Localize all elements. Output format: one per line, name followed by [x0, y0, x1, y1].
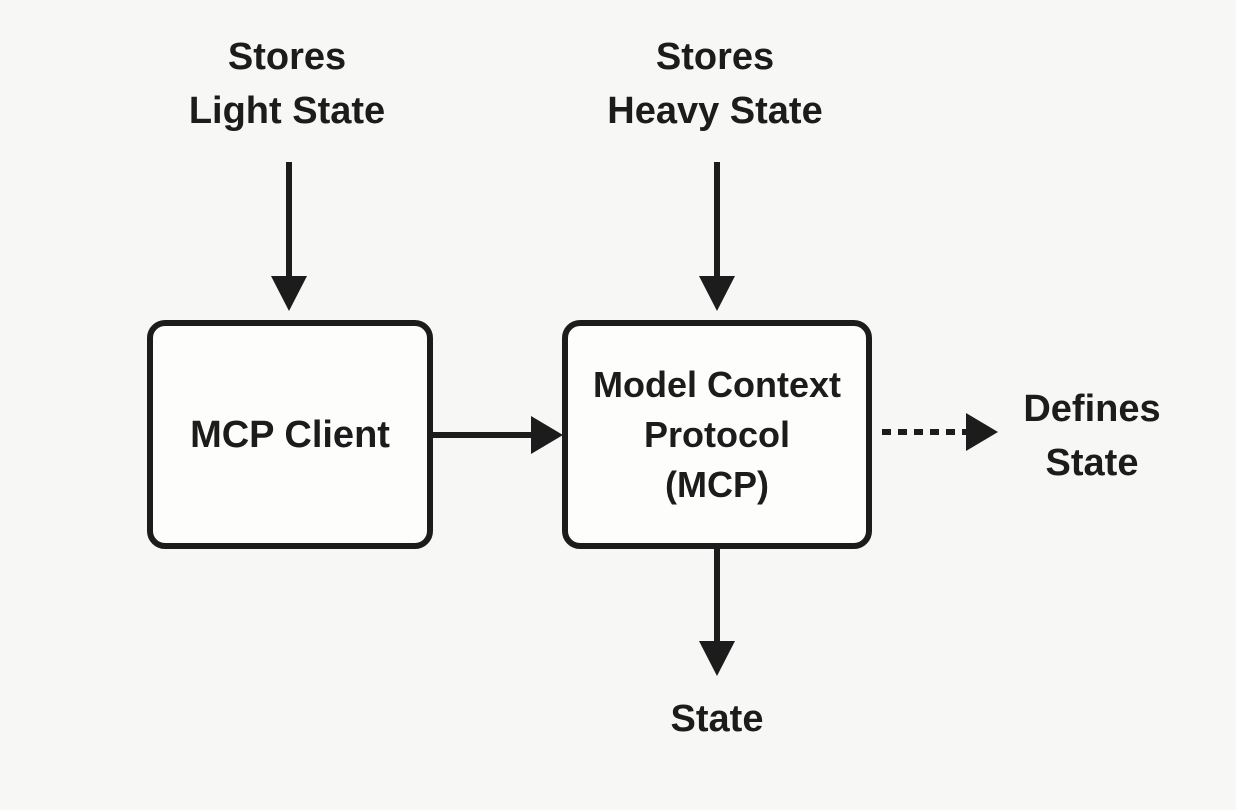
- mcp-client-node-label: MCP Client: [190, 413, 390, 456]
- arrow-shaft: [433, 432, 531, 438]
- arrowhead-down-icon: [699, 641, 735, 676]
- label-stores-heavy-state: Stores Heavy State: [535, 30, 895, 138]
- arrow-shaft: [286, 162, 292, 276]
- label-stores-heavy-line2: Heavy State: [607, 90, 823, 132]
- label-defines-state-line1: Defines: [1023, 388, 1161, 430]
- mcp-client-node: MCP Client: [147, 320, 433, 549]
- mcp-node: Model Context Protocol (MCP): [562, 320, 872, 549]
- label-state-text: State: [670, 698, 764, 740]
- label-defines-state: Defines State: [972, 382, 1212, 490]
- mcp-node-line2: Protocol: [643, 413, 790, 455]
- arrowhead-right-icon: [966, 413, 998, 451]
- label-stores-light-state: Stores Light State: [107, 30, 467, 138]
- mcp-node-line1: Model Context: [593, 363, 841, 405]
- mcp-node-line3: (MCP): [665, 463, 769, 505]
- arrow-shaft: [714, 549, 720, 641]
- label-stores-heavy-line1: Stores: [655, 36, 775, 78]
- arrowhead-down-icon: [699, 276, 735, 311]
- label-defines-state-line2: State: [1045, 442, 1139, 484]
- arrow-shaft: [714, 162, 720, 276]
- arrow-shaft-dotted: [882, 429, 966, 435]
- arrowhead-down-icon: [271, 276, 307, 311]
- label-state: State: [597, 692, 837, 746]
- label-stores-light-line2: Light State: [188, 90, 386, 132]
- arrowhead-right-icon: [531, 416, 563, 454]
- label-stores-light-line1: Stores: [227, 36, 347, 78]
